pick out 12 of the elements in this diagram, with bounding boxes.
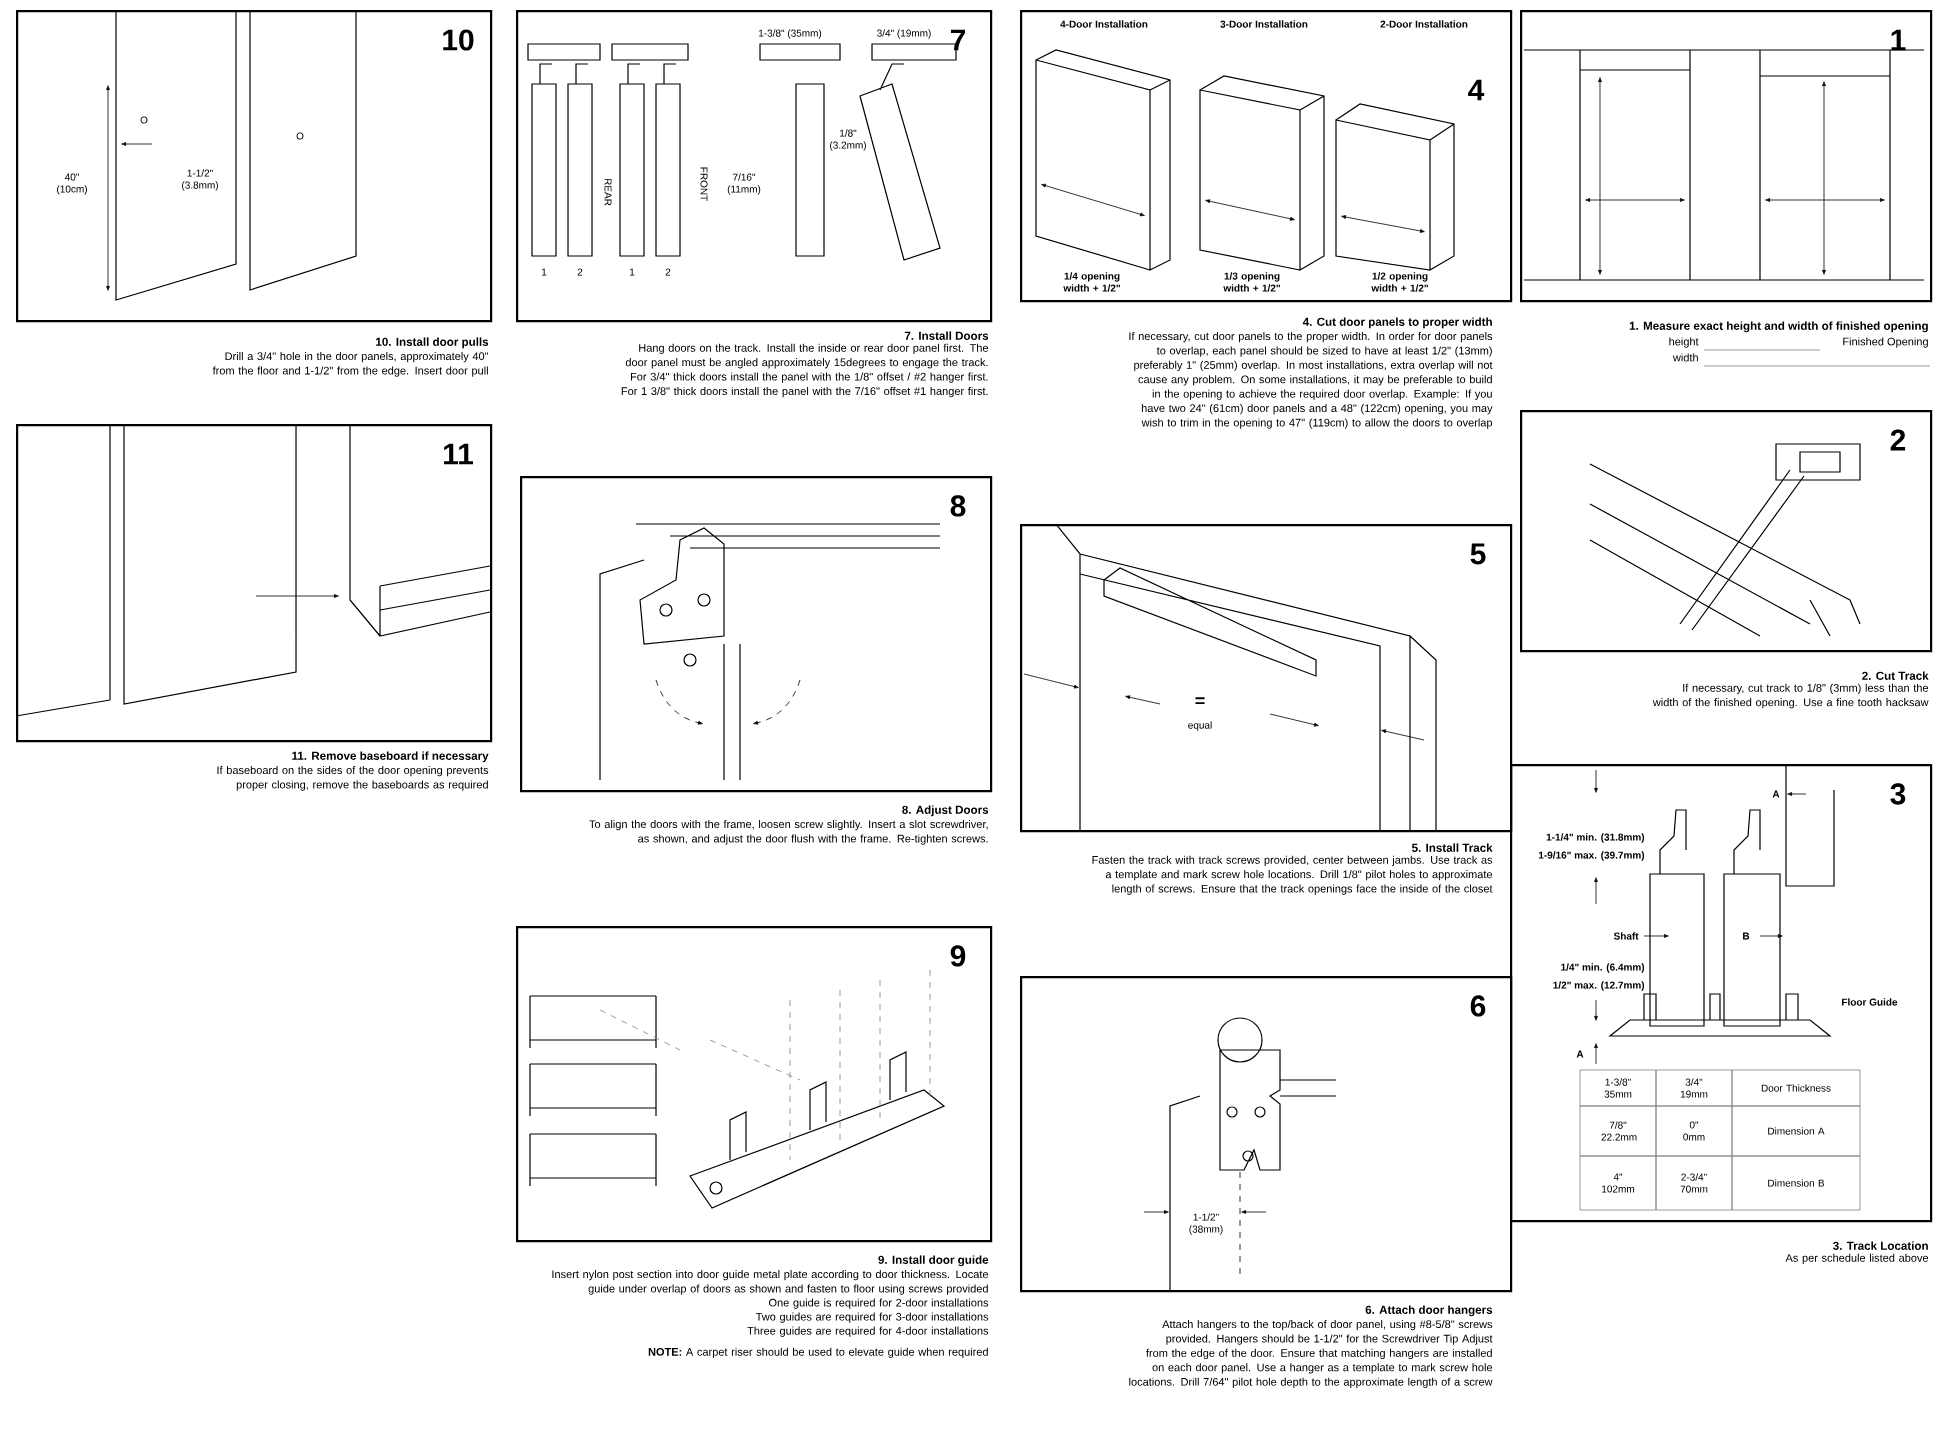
step-number: 2 [1890, 429, 1906, 451]
step-number: 4 [1468, 79, 1485, 101]
step-number: 11 [444, 443, 474, 465]
step-number: 5 [1470, 543, 1486, 565]
step-number: 1 [1891, 29, 1906, 51]
step-number: 6 [1470, 995, 1486, 1017]
equal-sign: = [1195, 697, 1205, 705]
step-number: 7 [950, 29, 966, 51]
step-number: 8 [950, 495, 966, 517]
step-number: 10 [443, 29, 474, 51]
step-number: 3 [1890, 783, 1906, 805]
step-number: 9 [950, 945, 966, 967]
